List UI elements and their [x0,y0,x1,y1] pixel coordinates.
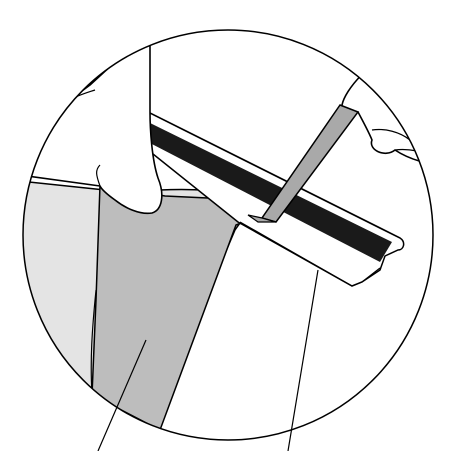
illustration-stage [0,0,456,451]
cutting-film-illustration [0,0,456,451]
